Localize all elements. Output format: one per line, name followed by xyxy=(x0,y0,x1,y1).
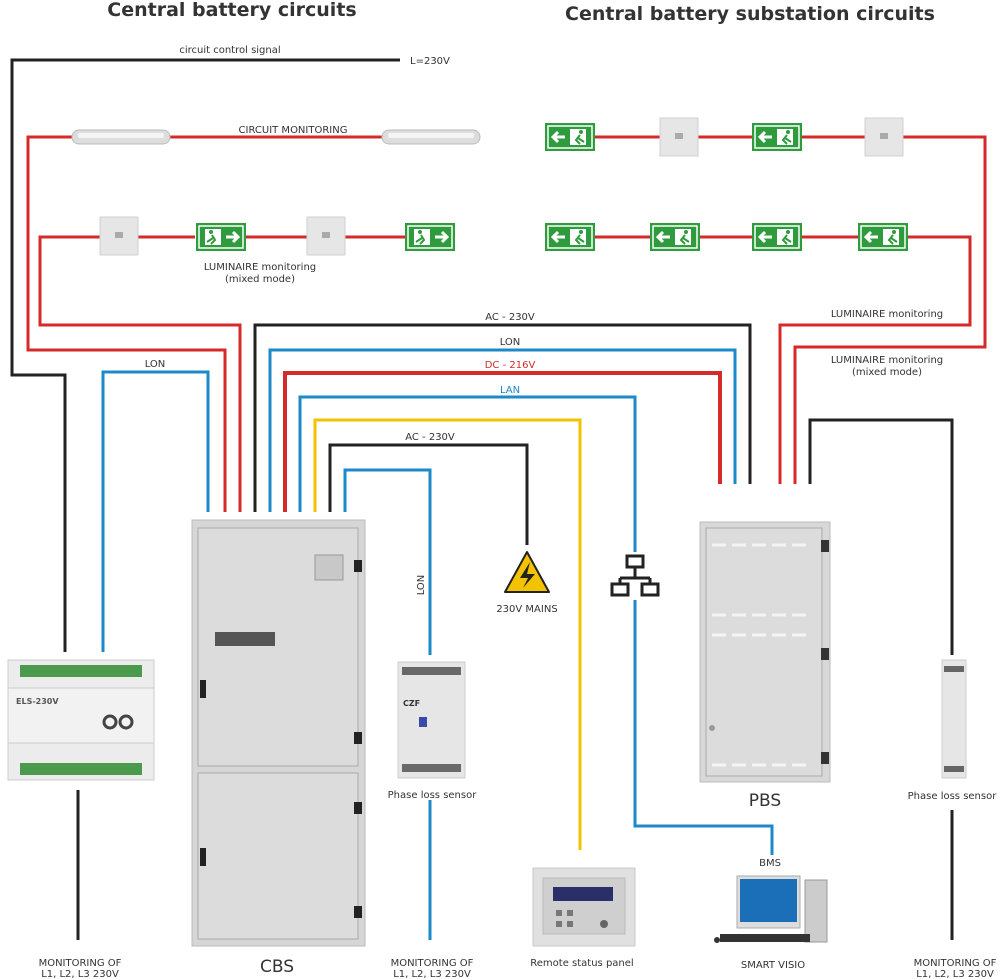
pbs-cabinet xyxy=(699,521,831,783)
tube-luminaire xyxy=(71,129,171,145)
pbs-label: PBS xyxy=(749,791,781,811)
luminaire-mixed-wire-right xyxy=(793,135,987,484)
luminaire-mixed-right-label-1: LUMINAIRE monitoring xyxy=(831,355,943,366)
lan-bms-wire xyxy=(633,600,774,855)
lon-top-label: LON xyxy=(500,337,521,348)
luminaire-mixed-wire-left xyxy=(38,235,242,512)
luminaire-mixed-left-label-1: LUMINAIRE monitoring xyxy=(204,262,316,273)
monitoring-els-label-2: L1, L2, L3 230V xyxy=(41,969,119,979)
remote-status-panel xyxy=(532,867,636,947)
ac-230v-wire-top xyxy=(253,323,752,512)
computer-icon xyxy=(714,875,828,943)
ac-top-label: AC - 230V xyxy=(485,312,535,323)
exit-sign-right xyxy=(403,221,457,253)
phase-loss-sensor-right-label: Phase loss sensor xyxy=(908,791,998,802)
control-signal-wire xyxy=(10,58,400,652)
pbs-phase-sensor-wire xyxy=(808,418,954,655)
cbs-cabinet xyxy=(191,519,366,947)
dc-label: DC - 216V xyxy=(485,360,536,371)
tube-luminaire xyxy=(381,129,481,145)
mains-label: 230V MAINS xyxy=(496,604,557,615)
exit-sign-left xyxy=(750,121,804,153)
heading-right: Central battery substation circuits xyxy=(565,3,935,25)
remote-status-panel-label: Remote status panel xyxy=(530,958,633,969)
circuit-monitoring-wire xyxy=(26,135,227,512)
monitoring-pbs-label-2: L1, L2, L3 230V xyxy=(916,969,994,979)
czf-brand-label: CZF xyxy=(403,699,420,708)
downlight-luminaire xyxy=(306,216,346,256)
luminaire-mixed-right-label-2: (mixed mode) xyxy=(852,367,922,378)
luminaire-monitoring-wire-right xyxy=(778,235,972,484)
l230-label: L=230V xyxy=(410,56,450,67)
lon-wire-top xyxy=(268,348,737,512)
lon-phase-sensor-wire xyxy=(343,468,432,655)
phase-loss-sensor-left-label: Phase loss sensor xyxy=(388,790,478,801)
exit-sign-left xyxy=(543,121,597,153)
lon-wire-els xyxy=(101,370,210,652)
smart-visio-label: SMART VISIO xyxy=(741,960,805,971)
heading-left: Central battery circuits xyxy=(107,0,356,21)
exit-sign-left xyxy=(648,221,702,253)
phase-loss-sensor-right xyxy=(941,659,967,779)
exit-sign-left xyxy=(543,221,597,253)
dc-216v-wire xyxy=(283,371,722,512)
circuit-monitoring-label: CIRCUIT MONITORING xyxy=(239,125,348,136)
exit-sign-right xyxy=(194,221,248,253)
els-label: ELS-230V xyxy=(16,697,59,706)
lan-wire xyxy=(298,395,637,552)
control-signal-label: circuit control signal xyxy=(179,45,280,56)
lan-label: LAN xyxy=(500,385,520,396)
els-module: ELS-230V xyxy=(7,659,155,781)
luminaire-right-label: LUMINAIRE monitoring xyxy=(831,309,943,320)
downlight-luminaire xyxy=(659,117,699,157)
downlight-luminaire xyxy=(99,216,139,256)
luminaire-mixed-left-label-2: (mixed mode) xyxy=(225,274,295,285)
network-icon xyxy=(610,554,660,597)
monitoring-pbs-label-1: MONITORING OF xyxy=(914,958,997,969)
ac-mid-label: AC - 230V xyxy=(405,432,455,443)
high-voltage-warning-icon xyxy=(504,551,550,593)
monitoring-cbs-label-1: MONITORING OF xyxy=(391,958,474,969)
phase-loss-sensor-left: CZF xyxy=(397,661,466,779)
downlight-luminaire xyxy=(864,117,904,157)
cbs-label: CBS xyxy=(260,957,294,977)
lon-left-label: LON xyxy=(145,359,166,370)
lon-vertical-label: LON xyxy=(416,575,427,596)
exit-sign-left xyxy=(750,221,804,253)
remote-panel-wire xyxy=(313,418,582,850)
monitoring-els-label-1: MONITORING OF xyxy=(39,958,122,969)
exit-sign-left xyxy=(856,221,910,253)
ac-230v-mains-wire xyxy=(328,443,529,545)
bms-label: BMS xyxy=(759,858,781,869)
monitoring-cbs-label-2: L1, L2, L3 230V xyxy=(393,969,471,979)
